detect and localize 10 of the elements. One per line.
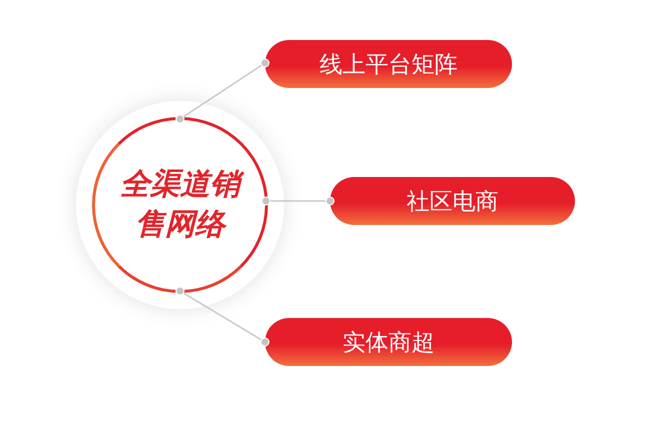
connector-line xyxy=(176,286,270,346)
rounded-box xyxy=(265,318,512,366)
box-label: 社区电商 xyxy=(406,188,498,216)
connector-line xyxy=(262,196,334,206)
rounded-box xyxy=(330,177,575,225)
connector-line xyxy=(176,58,270,124)
box-label: 线上平台矩阵 xyxy=(320,50,458,80)
box-label: 实体商超 xyxy=(342,328,434,358)
rounded-box xyxy=(265,40,512,88)
hub-title: 全渠道销售网络 xyxy=(115,165,245,245)
